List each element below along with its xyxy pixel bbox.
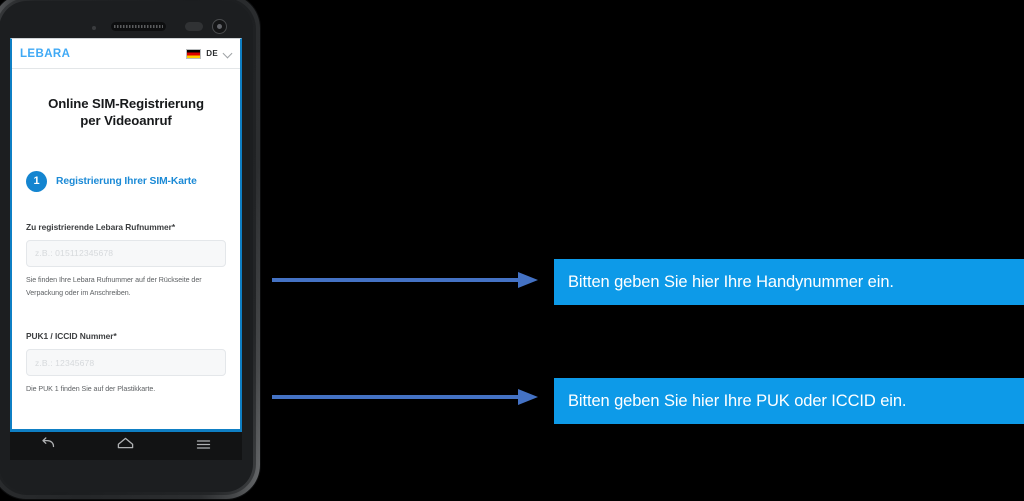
puk-field-group: PUK1 / ICCID Nummer* z.B.: 12345678 Die … bbox=[26, 331, 226, 396]
speaker-grille-icon bbox=[111, 22, 166, 31]
phone-number-input[interactable]: z.B.: 015112345678 bbox=[26, 239, 226, 267]
home-icon[interactable] bbox=[117, 437, 134, 455]
site-header: LEBARA DE bbox=[12, 39, 240, 69]
callout-phone-number: Bitten geben Sie hier Ihre Handynummer e… bbox=[554, 259, 1024, 305]
page-title-line-1: Online SIM-Registrierung bbox=[48, 96, 204, 111]
proximity-sensor-icon bbox=[92, 26, 96, 30]
phone-number-placeholder: z.B.: 015112345678 bbox=[35, 248, 114, 259]
phone-screen: LEBARA DE Online SIM-Registrierung per V… bbox=[10, 38, 242, 432]
page-title-line-2: per Videoanruf bbox=[80, 113, 172, 129]
phone-mockup: LEBARA DE Online SIM-Registrierung per V… bbox=[0, 0, 260, 499]
phone-number-field-group: Zu registrierende Lebara Rufnummer* z.B.… bbox=[26, 222, 226, 300]
puk-input[interactable]: z.B.: 12345678 bbox=[26, 349, 226, 377]
puk-hint: Die PUK 1 finden Sie auf der Plastikkart… bbox=[26, 385, 156, 394]
step-number-badge: 1 bbox=[26, 170, 47, 192]
step-header: 1 Registrierung Ihrer SIM-Karte bbox=[26, 170, 226, 192]
arrow-to-puk-field bbox=[270, 387, 540, 407]
language-code: DE bbox=[206, 49, 218, 58]
language-selector[interactable]: DE bbox=[186, 48, 232, 59]
page-title: Online SIM-Registrierung per Videoanruf bbox=[26, 95, 226, 130]
back-icon[interactable] bbox=[41, 437, 56, 455]
phone-number-hint: Sie finden Ihre Lebara Rufnummer auf der… bbox=[26, 275, 202, 297]
step-heading: Registrierung Ihrer SIM-Karte bbox=[56, 175, 197, 187]
page-content: Online SIM-Registrierung per Videoanruf … bbox=[12, 69, 240, 429]
lebara-logo[interactable]: LEBARA bbox=[20, 47, 71, 60]
puk-placeholder: z.B.: 12345678 bbox=[35, 357, 95, 368]
light-sensor-icon bbox=[185, 22, 203, 31]
menu-icon[interactable] bbox=[196, 437, 211, 455]
arrow-to-phone-number-field bbox=[270, 270, 540, 290]
german-flag-icon bbox=[186, 48, 202, 59]
front-camera-icon bbox=[212, 19, 227, 34]
puk-label: PUK1 / ICCID Nummer* bbox=[26, 331, 117, 342]
chevron-down-icon[interactable] bbox=[223, 49, 232, 58]
phone-number-label: Zu registrierende Lebara Rufnummer* bbox=[26, 221, 176, 232]
callout-puk: Bitten geben Sie hier Ihre PUK oder ICCI… bbox=[554, 378, 1024, 424]
android-navigation-bar bbox=[10, 432, 242, 460]
